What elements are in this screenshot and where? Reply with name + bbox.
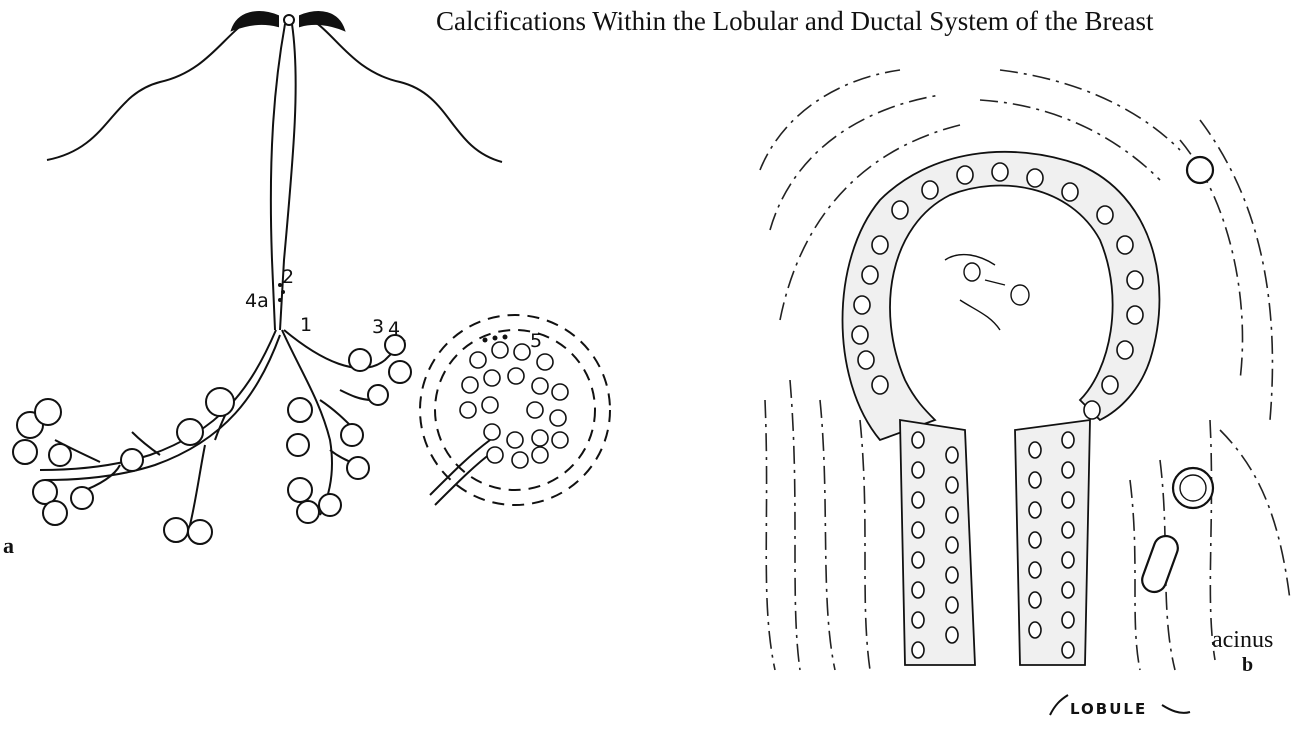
vessel	[1187, 157, 1213, 183]
panel-b-letter: b	[1242, 654, 1253, 677]
epithelium	[843, 152, 1160, 665]
lobule-label: LOBULE	[1070, 700, 1147, 718]
acinus-label: acinus	[1212, 627, 1273, 654]
vessel	[1139, 533, 1181, 596]
